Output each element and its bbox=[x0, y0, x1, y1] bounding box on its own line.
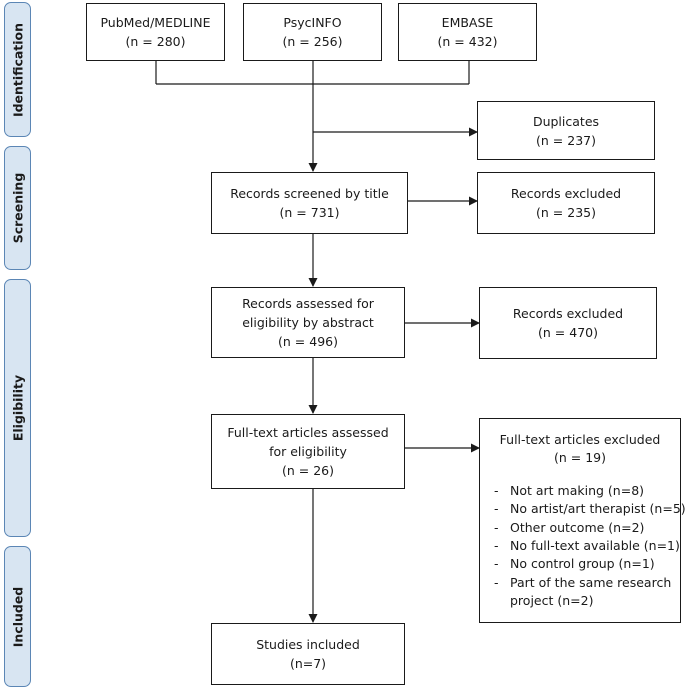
duplicates-box: Duplicates (n = 237) bbox=[477, 101, 655, 160]
exclusion-reason: -Part of the same research project (n=2) bbox=[494, 574, 680, 611]
stage-label-screening: Screening bbox=[10, 172, 25, 244]
screened-box: Records screened by title (n = 731) bbox=[211, 172, 408, 234]
list-bullet: - bbox=[494, 556, 499, 572]
stage-identification: Identification bbox=[4, 2, 31, 137]
exclusion-reason: -No control group (n=1) bbox=[494, 555, 680, 573]
abstract-box: Records assessed for eligibility by abst… bbox=[211, 287, 405, 358]
stage-included: Included bbox=[4, 546, 31, 687]
exclusion-reason-list: -Not art making (n=8) -No artist/art the… bbox=[480, 482, 685, 611]
exclusion-reason: -Other outcome (n=2) bbox=[494, 519, 680, 537]
abstract-excluded-count: (n = 470) bbox=[538, 325, 598, 340]
fulltext-line1: Full-text articles assessed bbox=[227, 425, 389, 440]
stage-label-included: Included bbox=[10, 586, 25, 647]
exclusion-reason-text: No full-text available (n=1) bbox=[510, 538, 680, 554]
fulltext-excluded-heading: Full-text articles excluded (n = 19) bbox=[480, 431, 680, 468]
exclusion-reason: -No full-text available (n=1) bbox=[494, 537, 680, 555]
abstract-count: (n = 496) bbox=[278, 334, 338, 349]
screened-title: Records screened by title bbox=[230, 186, 389, 201]
fulltext-box: Full-text articles assessed for eligibil… bbox=[211, 414, 405, 489]
fulltext-excluded-count: (n = 19) bbox=[553, 450, 606, 466]
source-count: (n = 432) bbox=[437, 34, 498, 49]
fulltext-excluded-box: Full-text articles excluded (n = 19) -No… bbox=[479, 418, 685, 623]
included-title: Studies included bbox=[256, 637, 360, 652]
exclusion-reason-text: Part of the same research bbox=[510, 574, 672, 590]
stage-label-eligibility: Eligibility bbox=[10, 374, 25, 442]
source-count: (n = 256) bbox=[282, 34, 343, 49]
exclusion-reason-text: Other outcome (n=2) bbox=[510, 519, 645, 535]
list-bullet: - bbox=[494, 574, 499, 590]
list-bullet: - bbox=[494, 519, 499, 535]
abstract-excluded-box: Records excluded (n = 470) bbox=[479, 287, 657, 359]
duplicates-count: (n = 237) bbox=[536, 132, 596, 148]
stage-label-identification: Identification bbox=[10, 22, 25, 117]
screened-count: (n = 731) bbox=[279, 205, 340, 220]
included-count: (n=7) bbox=[289, 656, 327, 671]
list-bullet: - bbox=[494, 501, 499, 517]
exclusion-reason-text: No control group (n=1) bbox=[510, 556, 655, 572]
source-embase-box: EMBASE (n = 432) bbox=[398, 3, 537, 61]
fulltext-line2: for eligibility bbox=[269, 444, 347, 459]
list-bullet: - bbox=[494, 538, 499, 554]
abstract-line2: eligibility by abstract bbox=[242, 315, 374, 330]
stage-eligibility: Eligibility bbox=[4, 279, 31, 537]
fulltext-count: (n = 26) bbox=[281, 463, 334, 478]
exclusion-reason: -Not art making (n=8) bbox=[494, 482, 680, 500]
abstract-line1: Records assessed for bbox=[242, 296, 374, 311]
abstract-excluded-title: Records excluded bbox=[512, 306, 624, 321]
screen-excluded-title: Records excluded bbox=[510, 186, 622, 201]
source-psycinfo-box: PsycINFO (n = 256) bbox=[243, 3, 382, 61]
list-bullet: - bbox=[494, 482, 499, 498]
exclusion-reason-text: No artist/art therapist (n=5) bbox=[510, 501, 685, 517]
stage-screening: Screening bbox=[4, 146, 31, 270]
source-pubmed-box: PubMed/MEDLINE (n = 280) bbox=[86, 3, 225, 61]
source-count: (n = 280) bbox=[125, 34, 186, 49]
source-name: PubMed/MEDLINE bbox=[100, 15, 211, 30]
screen-excluded-box: Records excluded (n = 235) bbox=[477, 172, 655, 234]
included-box: Studies included (n=7) bbox=[211, 623, 405, 685]
fulltext-excluded-title: Full-text articles excluded bbox=[499, 432, 661, 447]
source-name: EMBASE bbox=[441, 15, 494, 30]
source-name: PsycINFO bbox=[283, 15, 342, 30]
duplicates-title: Duplicates bbox=[532, 113, 600, 129]
screen-excluded-count: (n = 235) bbox=[536, 205, 596, 220]
exclusion-reason-text: Not art making (n=8) bbox=[510, 482, 645, 498]
exclusion-reason: -No artist/art therapist (n=5) bbox=[494, 500, 685, 518]
exclusion-reason-continuation: project (n=2) bbox=[510, 593, 594, 609]
